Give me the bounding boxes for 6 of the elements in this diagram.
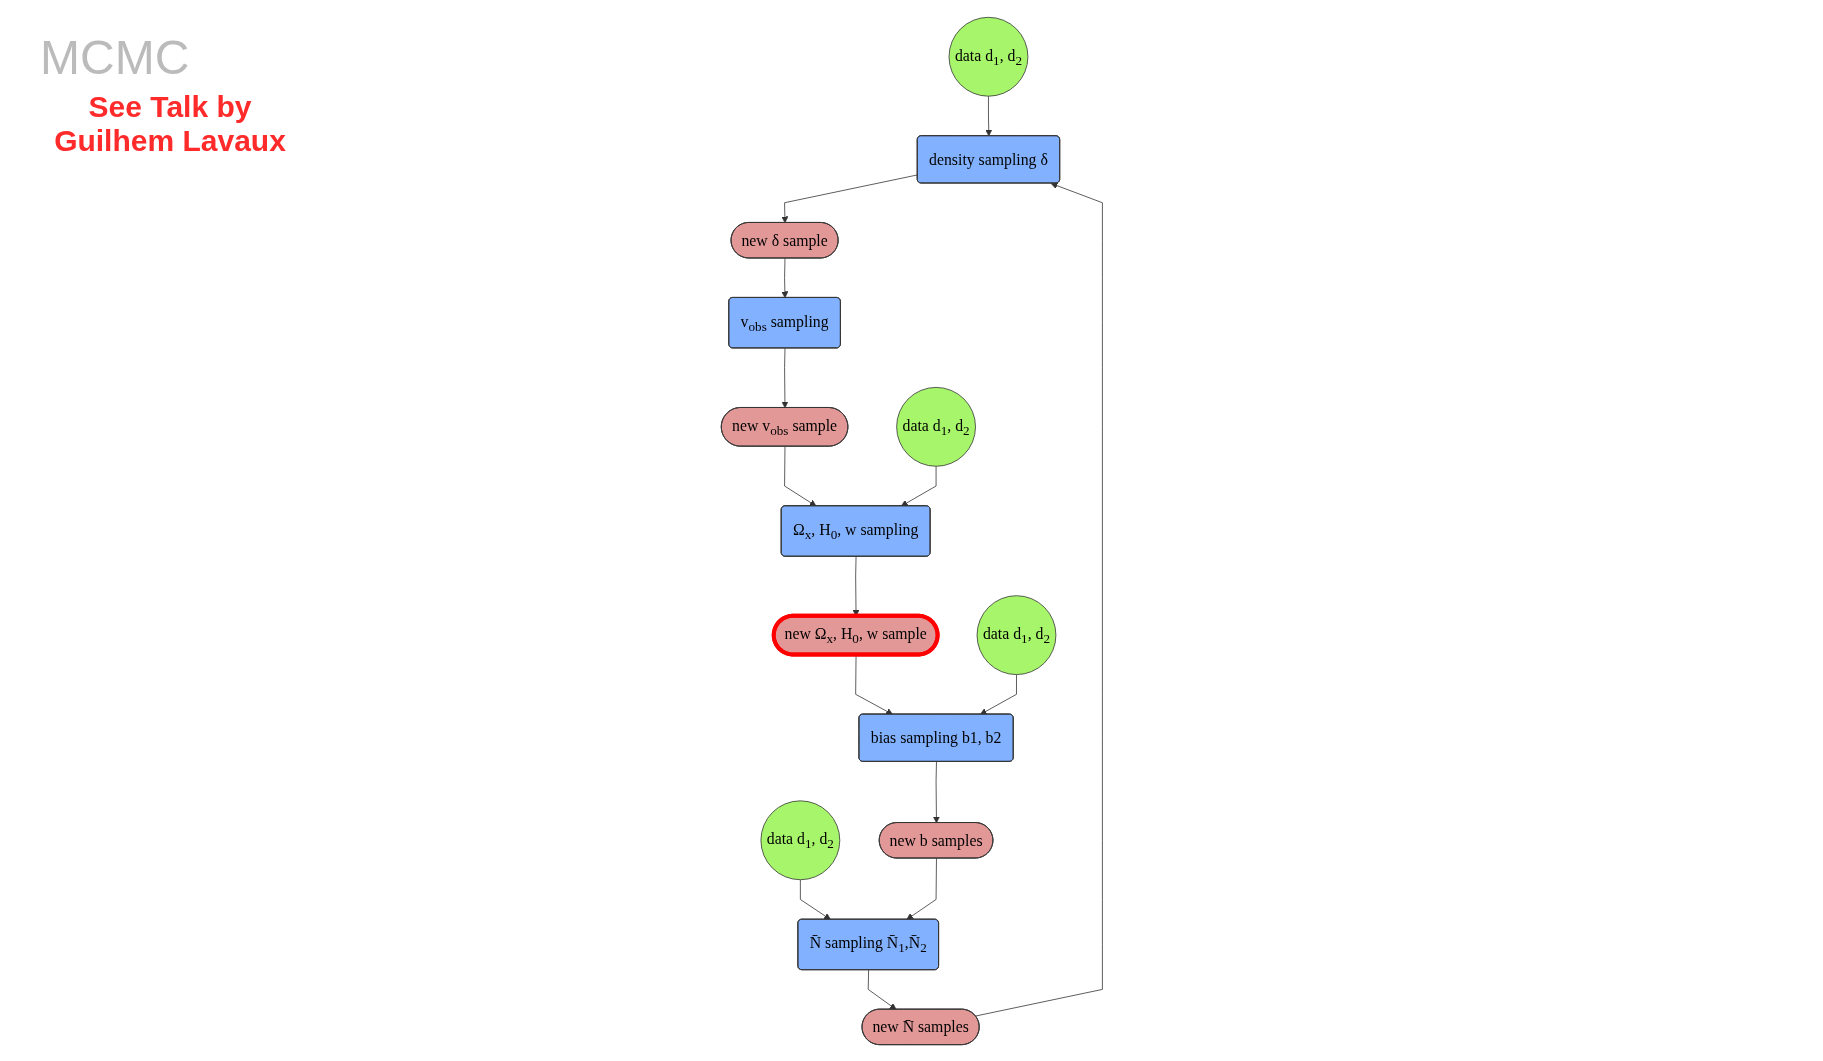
node-circle: data d$_{1}$, d$_{2}$ xyxy=(976,594,1056,675)
annotation-text: See Talk by Guilhem Lavaux xyxy=(53,90,287,158)
node-circle: data d$_{1}$, d$_{2}$ xyxy=(948,16,1028,97)
watermark-text: MCMC xyxy=(40,30,190,85)
node-circle: data d$_{1}$, d$_{2}$ xyxy=(895,386,976,467)
node-circle: data d$_{1}$, d$_{2}$ xyxy=(760,799,840,880)
